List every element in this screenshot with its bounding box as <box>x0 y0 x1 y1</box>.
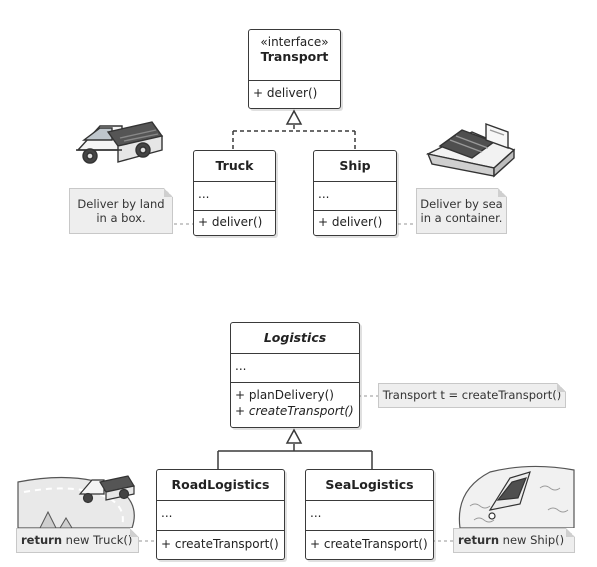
sea-logistics-class: SeaLogistics ... + createTransport() <box>305 469 434 560</box>
note-road-rest: new Truck() <box>62 533 133 547</box>
note-connectors <box>139 223 454 542</box>
create-transport-method: + createTransport() <box>235 404 354 418</box>
sea-logistics-method: + createTransport() <box>306 530 433 558</box>
logistics-name: Logistics <box>263 330 327 345</box>
interface-stereotype: «interface» <box>260 35 329 49</box>
note-sea-line2: in a container. <box>420 211 503 225</box>
note-sea-line1: Deliver by sea <box>420 197 503 211</box>
road-illustration <box>17 475 135 529</box>
note-road-keyword: return <box>21 533 63 547</box>
transport-interface: «interface» Transport + deliver() <box>248 29 341 109</box>
ship-class: Ship ... + deliver() <box>313 150 397 236</box>
transport-method: + deliver() <box>249 80 340 107</box>
inheritance-arrows <box>217 428 373 469</box>
note-sea-keyword: return <box>458 533 500 547</box>
note-plan-delivery: Transport t = createTransport() <box>378 383 566 408</box>
truck-method: + deliver() <box>194 210 275 234</box>
ship-name: Ship <box>339 158 371 173</box>
note-deliver-sea: Deliver by sea in a container. <box>416 188 507 234</box>
sea-logistics-name: SeaLogistics <box>325 477 414 492</box>
ship-fields: ... <box>314 181 396 210</box>
truck-illustration <box>76 121 164 164</box>
note-land-line2: in a box. <box>96 211 146 225</box>
truck-fields: ... <box>194 181 275 210</box>
logistics-class: Logistics ... + planDelivery() + createT… <box>230 322 360 428</box>
ship-method: + deliver() <box>314 210 396 234</box>
ship-illustration <box>425 123 516 178</box>
note-deliver-land: Deliver by land in a box. <box>69 188 173 234</box>
realization-arrows <box>232 109 356 150</box>
road-logistics-class: RoadLogistics ... + createTransport() <box>156 469 285 560</box>
logistics-fields: ... <box>231 353 359 382</box>
note-return-truck: return new Truck() <box>16 528 139 553</box>
road-logistics-method: + createTransport() <box>157 530 284 558</box>
sea-logistics-fields: ... <box>306 500 433 530</box>
plan-delivery-method: + planDelivery() <box>235 388 334 402</box>
note-land-line1: Deliver by land <box>77 197 165 211</box>
sea-illustration <box>458 465 575 529</box>
transport-name: Transport <box>260 49 329 64</box>
truck-class: Truck ... + deliver() <box>193 150 276 236</box>
road-logistics-name: RoadLogistics <box>171 477 270 492</box>
note-sea-rest: new Ship() <box>499 533 565 547</box>
road-logistics-fields: ... <box>157 500 284 530</box>
note-plan-text: Transport t = createTransport() <box>382 388 562 402</box>
note-return-ship: return new Ship() <box>453 528 575 553</box>
truck-name: Truck <box>215 158 254 173</box>
